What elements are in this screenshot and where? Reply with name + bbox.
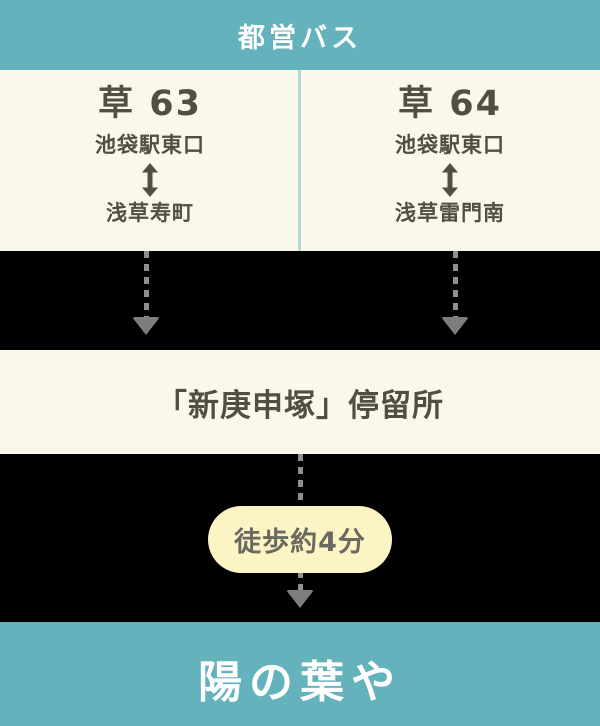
dashed-down-arrow-icon <box>132 251 160 335</box>
dashed-down-arrow-icon <box>441 251 469 335</box>
gap-band-lower: 徒歩約4分 <box>0 454 600 622</box>
header-band: 都営バス <box>0 0 600 70</box>
footer-band: 陽の葉や <box>0 622 600 726</box>
bus-stop-band: 「新庚申塚」停留所 <box>0 350 600 454</box>
updown-arrow-icon <box>440 163 460 198</box>
gap-band-upper <box>0 251 600 350</box>
route-panel-kusa63: 草 63 池袋駅東口 浅草寿町 <box>0 70 300 251</box>
route-origin: 池袋駅東口 <box>395 133 505 158</box>
route-panel-kusa64: 草 64 池袋駅東口 浅草雷門南 <box>300 70 600 251</box>
header-title: 都営バス <box>238 22 362 54</box>
route-origin: 池袋駅東口 <box>95 133 205 158</box>
updown-arrow-icon <box>140 163 160 198</box>
destination-name: 陽の葉や <box>198 657 402 708</box>
walk-time-badge: 徒歩約4分 <box>208 506 392 573</box>
route-number: 草 64 <box>398 84 502 124</box>
route-terminus: 浅草寿町 <box>106 201 194 226</box>
route-panels: 草 63 池袋駅東口 浅草寿町 草 64 池袋駅東口 浅草雷門南 <box>0 70 600 251</box>
route-terminus: 浅草雷門南 <box>395 201 505 226</box>
bus-stop-name: 「新庚申塚」停留所 <box>156 387 444 424</box>
walk-time-label: 徒歩約4分 <box>234 527 366 558</box>
panel-divider <box>298 70 301 251</box>
route-number: 草 63 <box>98 84 202 124</box>
